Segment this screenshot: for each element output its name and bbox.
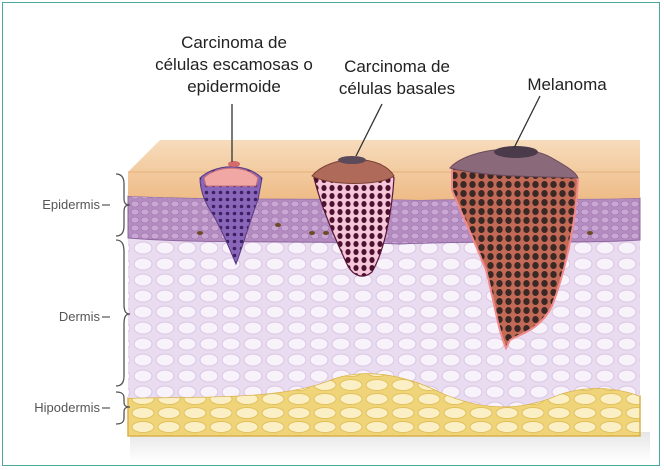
dermis-label: Dermis bbox=[0, 309, 100, 324]
epidermis-label: Epidermis bbox=[0, 197, 100, 212]
layer-ticks bbox=[102, 205, 110, 408]
basal-carcinoma-label: Carcinoma de células basales bbox=[332, 56, 462, 100]
squamous-carcinoma-label: Carcinoma de células escamosas o epiderm… bbox=[152, 32, 316, 98]
hypodermis-label: Hipodermis bbox=[0, 400, 100, 415]
melanoma-label: Melanoma bbox=[512, 74, 622, 96]
